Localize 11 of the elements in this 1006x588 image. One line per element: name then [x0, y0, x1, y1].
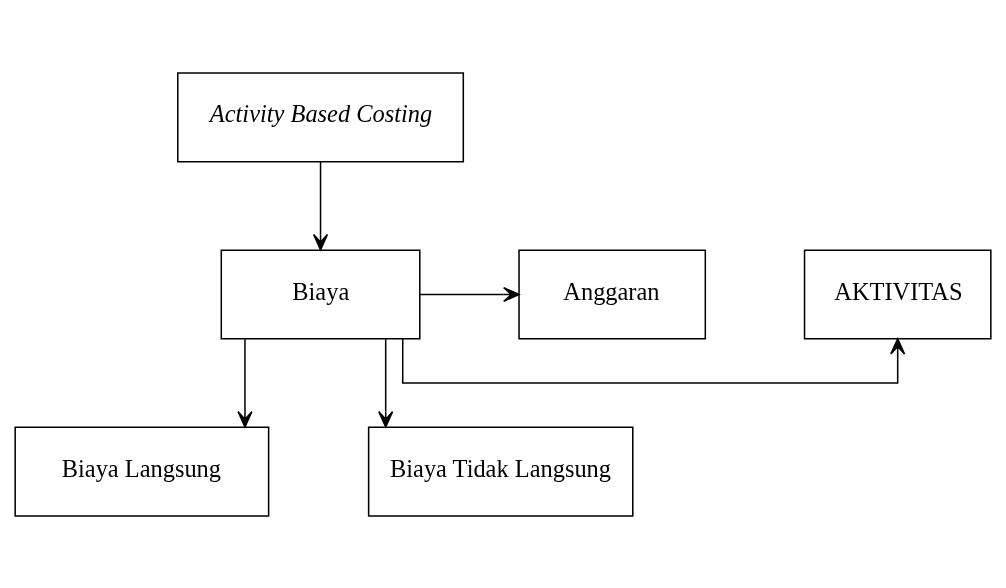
arrow [401, 337, 906, 384]
arrow [419, 286, 520, 302]
node-box: Biaya [220, 248, 421, 340]
node-box: Activity Based Costing [177, 71, 465, 162]
arrow [237, 337, 253, 428]
node-box: Anggaran [518, 248, 707, 340]
arrow [378, 337, 394, 428]
node-box: AKTIVITAS [803, 248, 992, 340]
node-box: Biaya Tidak Langsung [367, 426, 634, 517]
arrow [312, 160, 329, 251]
node-box: Biaya Langsung [14, 426, 270, 517]
